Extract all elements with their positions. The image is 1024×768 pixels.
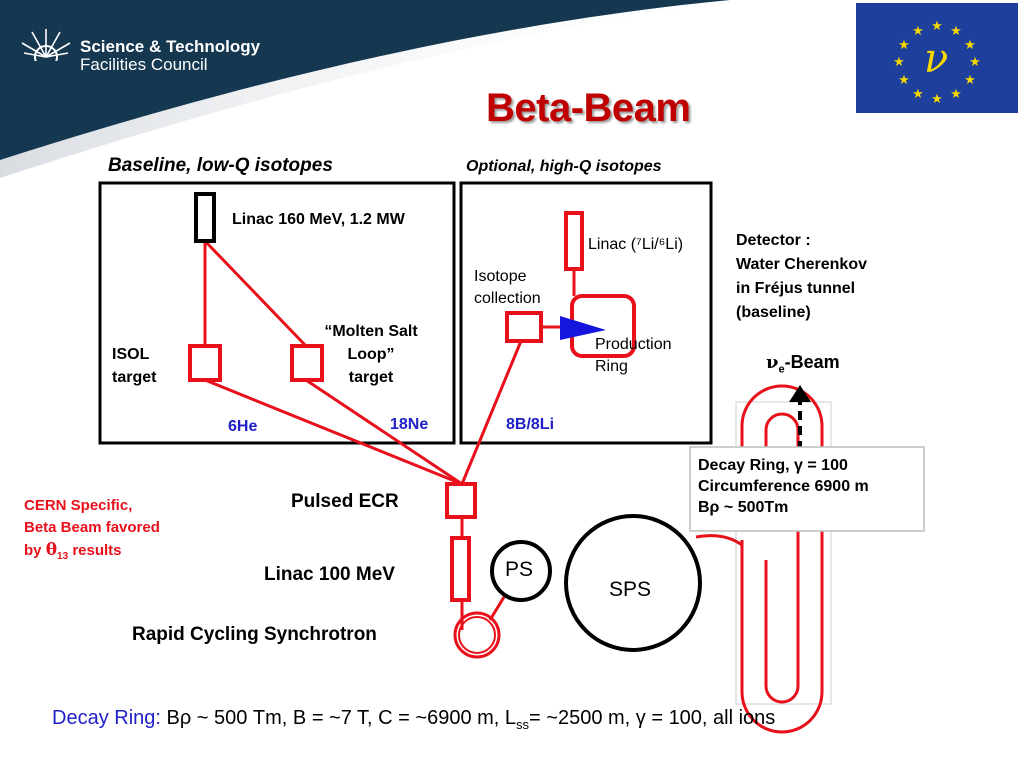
rcs-ring-inner: [458, 616, 496, 654]
svg-text:★: ★: [898, 73, 910, 88]
beam-text: -Beam: [784, 352, 840, 372]
decay-info-line2: Circumference 6900 m: [698, 478, 869, 495]
footer-summary: Decay Ring: Bρ ~ 500 Tm, B = ~7 T, C = ~…: [52, 707, 775, 732]
svg-text:★: ★: [898, 38, 910, 53]
baseline-frame: [98, 181, 456, 445]
beamline: [203, 239, 308, 348]
molten-line1: “Molten Salt: [324, 323, 418, 340]
isotope-collection-component: [505, 311, 543, 343]
isol-label-line1: ISOL: [112, 346, 150, 363]
detector-line1: Detector :: [736, 232, 811, 249]
decay-ring: [764, 412, 800, 704]
nu-symbol-text: ν: [766, 352, 779, 373]
svg-text:★: ★: [950, 24, 962, 39]
svg-text:★: ★: [950, 87, 962, 102]
baseline-heading: Baseline, low-Q isotopes: [108, 155, 333, 176]
beamline: [204, 378, 463, 486]
linac-li-label: Linac (⁷Li/⁶Li): [588, 236, 684, 253]
decay-info-line3: Bρ ~ 500Tm: [698, 499, 789, 516]
molten-line2: Loop”: [347, 346, 395, 363]
nu-subscript: e: [778, 363, 785, 376]
eu-flag: [856, 3, 1018, 113]
org-name-line1: Science & Technology: [80, 37, 261, 56]
footer-part2: = ~2500 m, γ = 100, all ions: [529, 707, 776, 729]
linac-li-component: [564, 211, 584, 271]
page-title: Beta-Beam: [486, 86, 691, 130]
pulsed-ecr-label: Pulsed ECR: [291, 491, 399, 512]
ion-18ne-label: 18Ne: [390, 416, 429, 433]
ps-label: PS: [505, 558, 534, 581]
svg-text:★: ★: [969, 55, 981, 70]
svg-text:★: ★: [931, 19, 943, 34]
footer-subscript: ss: [516, 717, 530, 732]
footer-part1: Bρ ~ 500 Tm, B = ~7 T, C = ~6900 m, L: [160, 707, 517, 729]
beamline: [305, 378, 463, 486]
stfc-logo-icon: [20, 29, 72, 69]
linac-100-label: Linac 100 MeV: [264, 564, 395, 585]
svg-text:★: ★: [931, 92, 943, 107]
molten-salt-target-component: [290, 344, 324, 382]
eu-stars-icon: ★ ★ ★ ★ ★ ★ ★ ★ ★ ★ ★ ★: [893, 19, 981, 107]
cern-line3: by θ13 results: [24, 539, 160, 568]
cern-line2: Beta Beam favored: [24, 519, 160, 536]
decay-ring-info-box: [689, 446, 925, 532]
cern-note: CERN Specific, Beta Beam favored by θ13 …: [24, 495, 160, 568]
sps-ring: [564, 514, 702, 652]
detector-label: Detector : Water Cherenkov in Fréjus tun…: [736, 229, 867, 325]
optional-heading: Optional, high-Q isotopes: [466, 158, 662, 175]
beamline: [460, 340, 523, 485]
decay-ring-frame: [735, 401, 832, 705]
svg-text:★: ★: [893, 55, 905, 70]
cern-line3-a: by: [24, 542, 46, 559]
injection-arrow-icon: [560, 316, 606, 340]
decay-info-line1: Decay Ring, γ = 100: [698, 457, 848, 474]
cern-line3-b: results: [68, 542, 122, 559]
nu-symbol: ν: [924, 36, 949, 82]
linac-100-component: [450, 536, 471, 602]
production-ring-label: Production Ring: [595, 334, 672, 378]
linac-160-label: Linac 160 MeV, 1.2 MW: [232, 211, 405, 228]
decay-ring-info: Decay Ring, γ = 100 Circumference 6900 m…: [698, 455, 869, 518]
ion-8b-8li-label: 8B/8Li: [506, 416, 555, 433]
theta-symbol: θ: [45, 540, 58, 560]
rcs-ring: [453, 611, 501, 659]
production-line1: Production: [595, 336, 672, 353]
nu-e-beam-label: νe-Beam: [766, 352, 840, 376]
svg-text:★: ★: [912, 24, 924, 39]
cern-line1: CERN Specific,: [24, 497, 133, 514]
svg-text:★: ★: [964, 73, 976, 88]
isotope-line1: Isotope: [474, 268, 527, 285]
pulsed-ecr-component: [445, 482, 477, 519]
molten-line3: target: [348, 369, 394, 386]
isotope-line2: collection: [474, 290, 541, 307]
svg-text:★: ★: [964, 38, 976, 53]
detector-line4: (baseline): [736, 304, 811, 321]
optional-frame: [459, 181, 713, 445]
footer-label: Decay Ring:: [52, 707, 161, 729]
org-name-line2: Facilities Council: [80, 55, 208, 74]
beam-arrow-icon: [789, 385, 811, 402]
org-name: Science & Technology Facilities Council: [80, 38, 260, 74]
ion-6he-label: 6He: [228, 418, 258, 435]
detector-line3: in Fréjus tunnel: [736, 280, 856, 297]
svg-text:★: ★: [912, 87, 924, 102]
isotope-collection-label: Isotope collection: [474, 266, 541, 310]
detector-line2: Water Cherenkov: [736, 256, 867, 273]
isol-target-label: ISOL target: [112, 343, 156, 389]
linac-160-component: [194, 192, 216, 243]
isol-label-line2: target: [112, 369, 157, 386]
theta-subscript: 13: [57, 551, 69, 562]
ps-ring: [490, 540, 552, 602]
production-line2: Ring: [595, 358, 628, 375]
isol-target-component: [188, 344, 222, 382]
molten-salt-label: “Molten Salt Loop” target: [308, 320, 434, 389]
rcs-label: Rapid Cycling Synchrotron: [132, 624, 377, 645]
sps-label: SPS: [609, 578, 652, 601]
